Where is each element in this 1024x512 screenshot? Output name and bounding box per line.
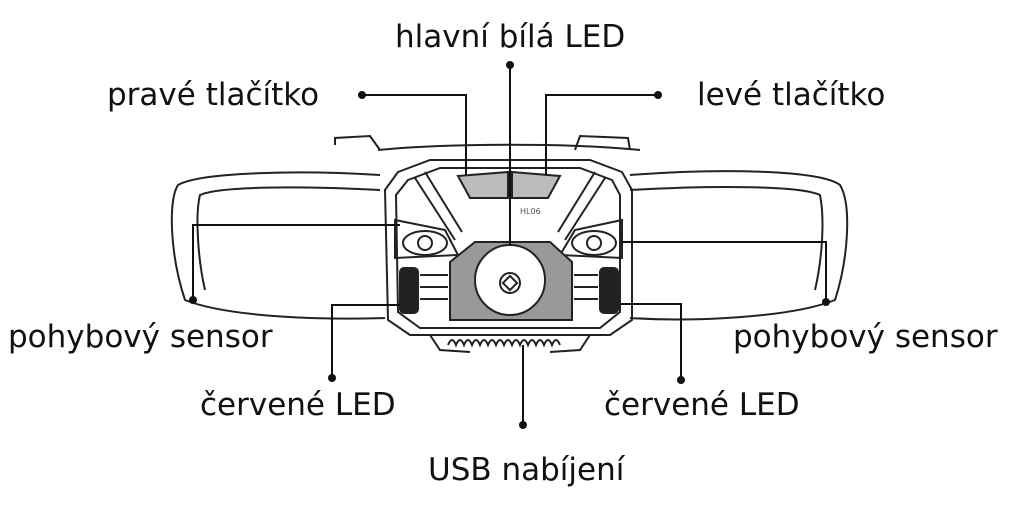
usb-port-grille — [447, 339, 561, 348]
button-left — [511, 170, 562, 199]
label-motion-sensor-right: pohybový sensor — [733, 319, 998, 355]
label-left-button: levé tlačítko — [697, 77, 886, 113]
leader-dots — [189, 61, 830, 429]
lamp-body — [383, 159, 633, 336]
motion-sensor-right — [571, 230, 617, 256]
red-led-left — [399, 267, 419, 314]
leader-lines — [192, 65, 827, 425]
label-main-led: hlavní bílá LED — [395, 19, 626, 55]
label-right-button: pravé tlačítko — [107, 77, 320, 113]
headband-right — [629, 170, 849, 321]
red-led-right — [599, 267, 619, 314]
headband — [170, 171, 386, 320]
label-red-led-right: červené LED — [604, 387, 800, 423]
main-led-lens — [474, 244, 546, 316]
label-red-led-left: červené LED — [200, 387, 396, 423]
label-motion-sensor-left: pohybový sensor — [8, 319, 273, 355]
model-label: HL06 — [520, 207, 541, 216]
motion-sensor-left — [402, 230, 448, 256]
button-right — [456, 170, 509, 199]
label-usb-charging: USB nabíjení — [428, 452, 625, 488]
